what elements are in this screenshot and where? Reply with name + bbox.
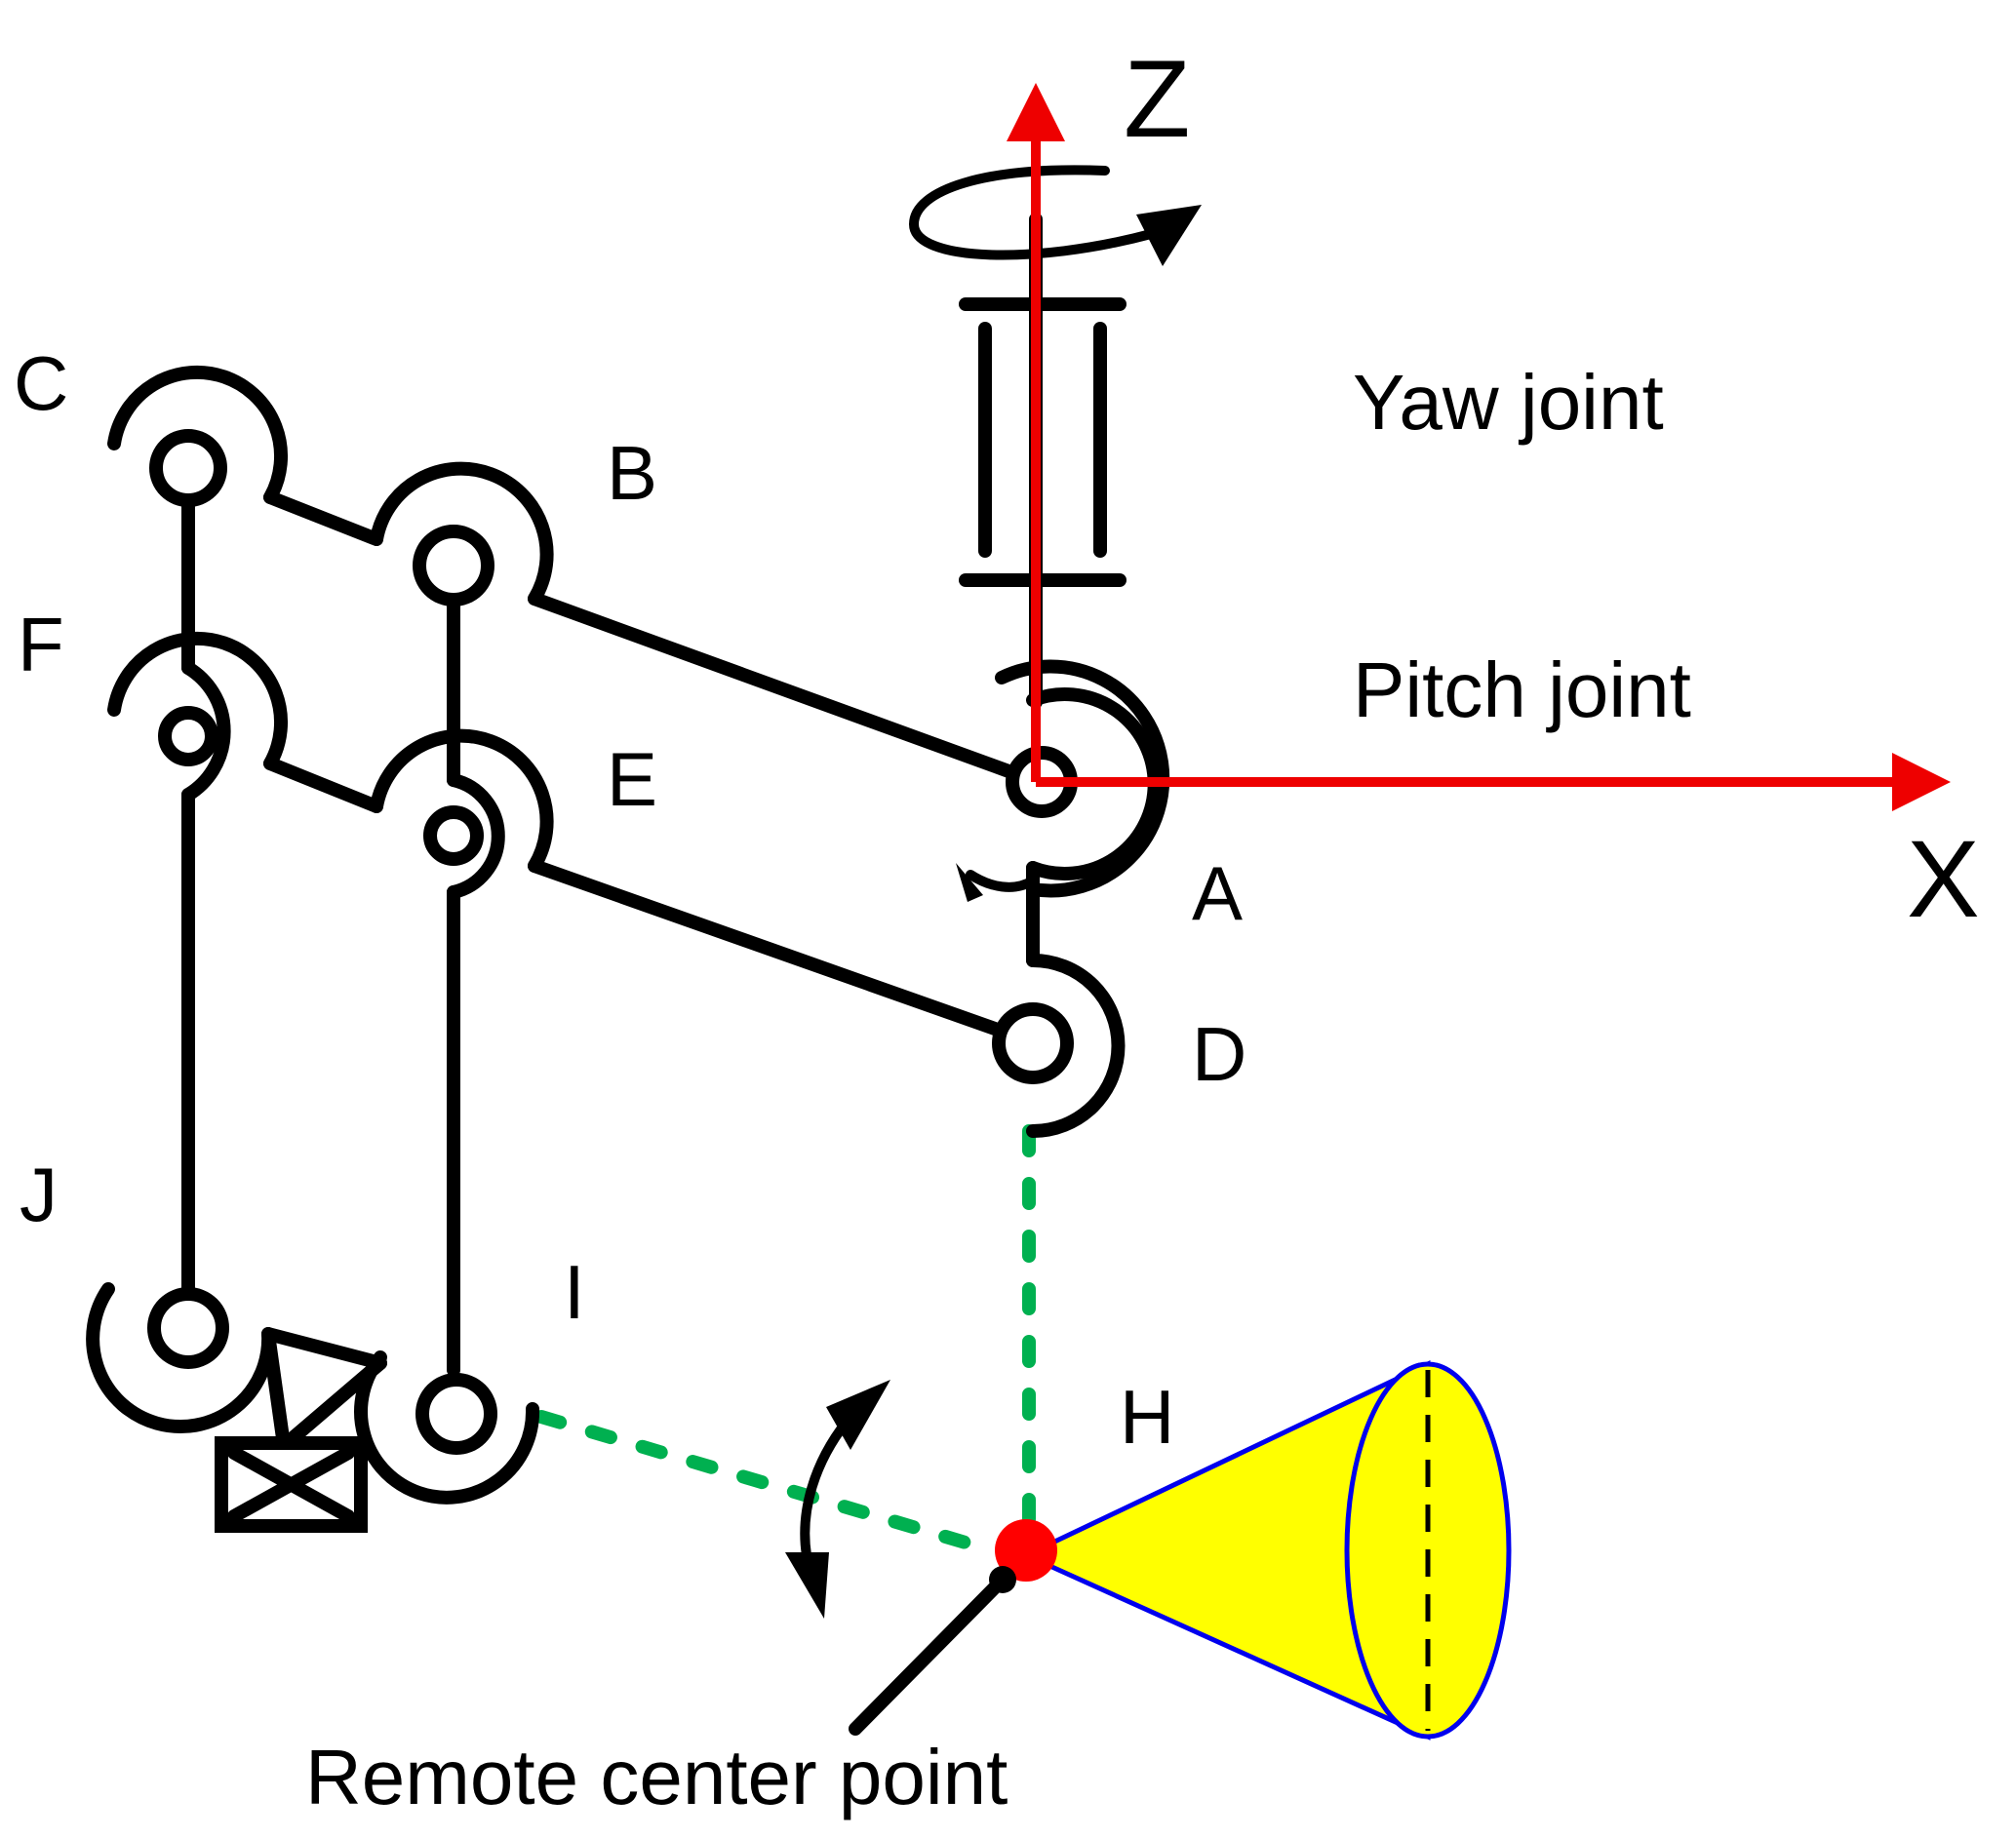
joint-a-outer-arc [995, 659, 1170, 898]
joint-b [413, 525, 494, 606]
view-cone [1020, 1360, 1512, 1740]
remote-center-point [849, 1519, 1057, 1736]
joint-f [158, 706, 218, 766]
joint-f-arc [107, 631, 289, 770]
label-axis-z: Z [1124, 38, 1190, 160]
remote-center-point-marker [995, 1519, 1057, 1582]
label-pitch-joint: Pitch joint [1353, 646, 1691, 733]
joint-e-arc [370, 728, 554, 873]
label-joint-j: J [20, 1152, 58, 1237]
remote-center-pointer-line [849, 1573, 1009, 1736]
slider-mechanism [215, 1327, 387, 1533]
rotation-arrows [785, 165, 1202, 1619]
label-joint-c: C [14, 340, 68, 426]
joint-j [147, 1287, 229, 1369]
joint-d [992, 1002, 1074, 1084]
rcm-arrowhead-bottom [785, 1552, 829, 1619]
projection-lines [534, 1124, 1036, 1552]
label-joint-e: E [607, 736, 657, 822]
joint-e [423, 805, 484, 866]
joint-i-arc [354, 1350, 540, 1505]
rcm-arrowhead-top [826, 1380, 890, 1450]
joint-b-arc [370, 461, 554, 606]
joint-c-arc [107, 365, 289, 504]
label-joint-h: H [1120, 1374, 1174, 1460]
pitch-arrowhead [956, 863, 983, 902]
yaw-rotation-arrow [908, 165, 1156, 260]
label-axis-x: X [1907, 818, 1980, 940]
labels: C B F E A D J I H Yaw joint Pitch joint … [14, 38, 1980, 1820]
label-joint-d: D [1192, 1011, 1246, 1097]
joint-circles [147, 429, 1078, 1455]
label-joint-f: F [18, 602, 64, 687]
joint-c [149, 429, 227, 507]
joint-arcs [86, 365, 1170, 1505]
label-remote-center-point: Remote center point [305, 1734, 1008, 1820]
label-joint-a: A [1192, 850, 1243, 936]
joint-d-arc [1026, 954, 1126, 1138]
label-joint-i: I [564, 1249, 585, 1335]
rcm-swing-arrow [800, 1417, 851, 1560]
pitch-rotation-arrow [966, 870, 1038, 892]
joint-j-arc [86, 1282, 276, 1434]
diagonal-projection-line [534, 1410, 982, 1552]
label-joint-b: B [607, 430, 657, 516]
coordinate-axes [1007, 83, 1951, 811]
joint-i [415, 1373, 497, 1455]
yaw-arrowhead [1136, 205, 1202, 266]
label-yaw-joint: Yaw joint [1353, 359, 1664, 446]
